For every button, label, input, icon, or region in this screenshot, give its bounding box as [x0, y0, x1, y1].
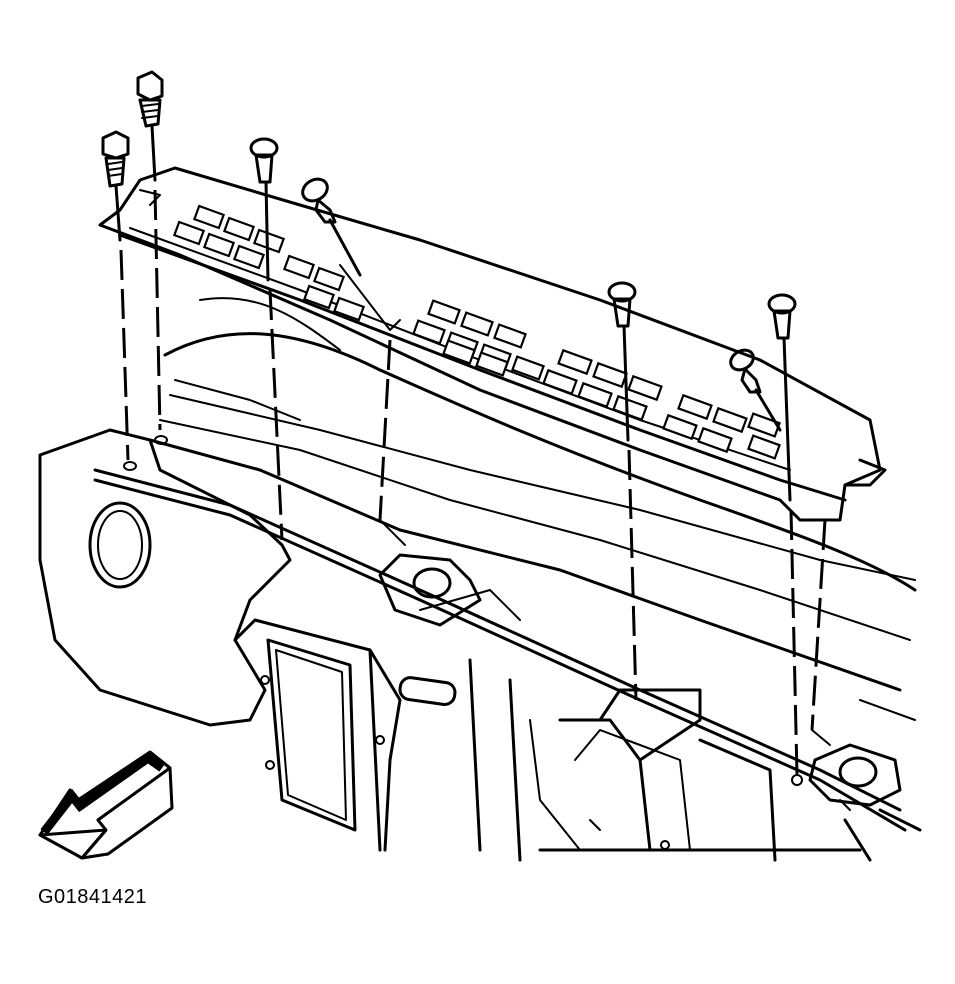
- bolt-1: [136, 70, 168, 445]
- push-pin-4: [301, 177, 406, 546]
- push-pin-7: [729, 348, 831, 746]
- cowl-vent-panel: [98, 166, 887, 522]
- vent-slots-right: [542, 348, 781, 460]
- bulkhead-access-panel: [266, 638, 357, 832]
- vent-slots-center: [412, 299, 545, 381]
- right-strut-tower: [808, 743, 902, 807]
- fender-opening: [88, 501, 152, 589]
- center-pivot-housing: [378, 553, 482, 627]
- bolt-2: [101, 130, 137, 471]
- cowl-panel-outline: [98, 166, 882, 522]
- push-pin-5: [607, 281, 638, 701]
- arrow-pointing-forward-icon: [38, 750, 174, 860]
- body-structure: [38, 297, 922, 862]
- push-pin-6: [767, 293, 803, 786]
- left-body-panel: [38, 428, 292, 727]
- push-pin-3: [249, 137, 284, 541]
- figure-code: G01841421: [38, 886, 148, 908]
- plenum-front-edge: [93, 468, 902, 812]
- vent-slots-left: [172, 204, 366, 322]
- fasteners: [101, 70, 831, 786]
- plenum-rear-edge: [148, 438, 902, 692]
